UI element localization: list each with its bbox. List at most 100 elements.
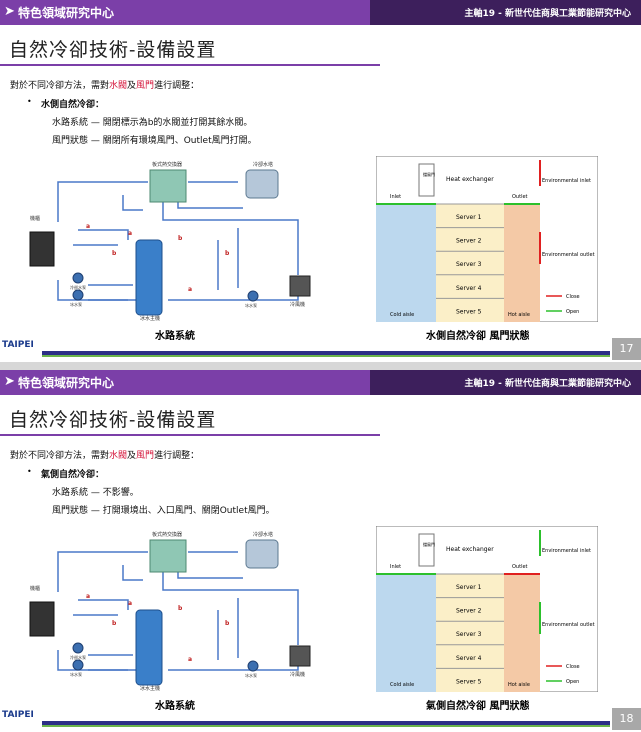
valve-label-3: b bbox=[178, 235, 183, 242]
heat-exchanger-icon bbox=[149, 539, 187, 573]
cooling-tower-icon bbox=[245, 539, 279, 569]
env-inlet-label: Environmental inlet bbox=[542, 178, 591, 184]
cooling-tower-label: 冷卻水塔 bbox=[253, 161, 273, 168]
slide-18: ➤ 特色領域研究中心 主軸19 - 新世代住商與工業節能研究中心 自然冷卻技術-… bbox=[0, 370, 641, 732]
pump-icon-1 bbox=[72, 659, 84, 671]
pump-label-1: 冰水泵 bbox=[70, 671, 82, 677]
intro-text: 對於不同冷卻方法，需對水閥及風門進行調整： bbox=[10, 448, 199, 461]
inlet-label: Inlet bbox=[390, 194, 401, 200]
taipei-logo: TAIPEI bbox=[2, 340, 34, 350]
cold-aisle-label: Cold aisle bbox=[390, 312, 414, 318]
intro-valve: 水閥 bbox=[109, 451, 128, 461]
cooling-tower-label: 冷卻水塔 bbox=[253, 531, 273, 538]
footer-line bbox=[42, 351, 610, 355]
damper-label: 擋風門 bbox=[423, 541, 435, 547]
pump-label-2: 冰水泵 bbox=[245, 672, 257, 678]
pump-label-0: 冷卻水泵 bbox=[70, 654, 86, 660]
hot-aisle-zone bbox=[504, 204, 540, 322]
valve-label-5: b bbox=[225, 250, 230, 257]
intro-and: 及 bbox=[127, 81, 137, 91]
intro-prefix: 對於不同冷卻方法，需對 bbox=[10, 81, 110, 91]
damper-state-caption: 水側自然冷卻 風門狀態 bbox=[426, 331, 530, 342]
server-label-4: Server 4 bbox=[456, 285, 482, 292]
server-label-5: Server 5 bbox=[456, 678, 482, 685]
damper-box bbox=[418, 533, 435, 567]
footer-line-green bbox=[42, 725, 610, 727]
server-label-1: Server 1 bbox=[456, 214, 482, 221]
damper-label: 擋風門 bbox=[423, 171, 435, 177]
detail-line-2: 風門狀態 — 打開環境出、入口風門、關閉Outlet風門。 bbox=[52, 506, 275, 516]
slide-title: 自然冷卻技術-設備設置 bbox=[9, 39, 217, 61]
env-outlet-label: Environmental outlet bbox=[542, 252, 595, 258]
pipe-3 bbox=[78, 229, 129, 240]
pipe-2 bbox=[57, 280, 128, 301]
outlet-label: Outlet bbox=[512, 564, 528, 570]
detail-line-1: 水路系統 — 不影響。 bbox=[52, 488, 139, 498]
ahu-label: 冷風機 bbox=[290, 671, 305, 678]
valve-label-1: b bbox=[112, 620, 117, 627]
hot-aisle-label: Hot aisle bbox=[508, 312, 530, 318]
detail-line-1: 水路系統 — 開閉標示為b的水閥並打開其餘水閥。 bbox=[52, 118, 253, 128]
pipe-7 bbox=[122, 195, 143, 211]
valve-label-2: a bbox=[128, 230, 132, 237]
damper-state-caption: 氣側自然冷卻 風門狀態 bbox=[426, 701, 530, 712]
ahu-icon bbox=[289, 275, 311, 297]
pipe-6 bbox=[177, 570, 243, 579]
cold-aisle-zone bbox=[376, 204, 436, 322]
pump-icon-0 bbox=[72, 642, 84, 654]
valve-label-1: b bbox=[112, 250, 117, 257]
intro-valve: 水閥 bbox=[109, 81, 128, 91]
pipe-6 bbox=[177, 200, 243, 209]
pump-label-1: 冰水泵 bbox=[70, 301, 82, 307]
cold-aisle-label: Cold aisle bbox=[390, 682, 414, 688]
server-label-1: Server 1 bbox=[456, 584, 482, 591]
title-divider bbox=[0, 434, 380, 436]
pipe-0 bbox=[57, 181, 148, 222]
header-topic: 主軸19 - 新世代住商與工業節能研究中心 bbox=[464, 379, 631, 389]
chiller-label: 冰水主機 bbox=[140, 685, 160, 692]
detail-line-2: 風門狀態 — 關閉所有環境風門、Outlet風門打開。 bbox=[52, 136, 257, 146]
inlet-label: Inlet bbox=[390, 564, 401, 570]
valve-label-0: a bbox=[86, 593, 90, 600]
legend-close-label: Close bbox=[566, 664, 580, 670]
bullet-text: 水側自然冷卻： bbox=[41, 100, 105, 110]
pump-icon-2 bbox=[247, 660, 259, 672]
intro-suffix: 進行調整： bbox=[154, 81, 200, 91]
env-inlet-label: Environmental inlet bbox=[542, 548, 591, 554]
intro-damper: 風門 bbox=[136, 451, 155, 461]
server-label-3: Server 3 bbox=[456, 631, 482, 638]
server-label-2: Server 2 bbox=[456, 238, 482, 245]
hot-aisle-label: Hot aisle bbox=[508, 682, 530, 688]
chiller-icon bbox=[135, 609, 163, 686]
water-system-caption: 水路系統 bbox=[155, 701, 195, 712]
heat-exchanger-label: 板式熱交換器 bbox=[152, 161, 182, 168]
pipe-2 bbox=[57, 650, 128, 671]
heat-exchanger-label: Heat exchanger bbox=[446, 176, 494, 183]
arrow-icon: ➤ bbox=[4, 374, 15, 389]
valve-label-4: a bbox=[188, 656, 192, 663]
heat-exchanger-icon bbox=[149, 169, 187, 203]
server-column bbox=[436, 204, 504, 322]
taipei-logo: TAIPEI bbox=[2, 710, 34, 720]
outlet-label: Outlet bbox=[512, 194, 528, 200]
pump-icon-1 bbox=[72, 289, 84, 301]
footer-line-green bbox=[42, 355, 610, 357]
pump-label-2: 冰水泵 bbox=[245, 302, 257, 308]
bullet-icon: • bbox=[27, 467, 32, 476]
title-divider bbox=[0, 64, 380, 66]
valve-label-2: a bbox=[128, 600, 132, 607]
valve-label-4: a bbox=[188, 286, 192, 293]
bullet-text: 氣側自然冷卻： bbox=[41, 470, 105, 480]
page-number: 18 bbox=[612, 708, 641, 730]
page-number: 17 bbox=[612, 338, 641, 360]
server-cabinet-icon bbox=[29, 601, 55, 637]
ahu-icon bbox=[289, 645, 311, 667]
server-column bbox=[436, 574, 504, 692]
chiller-icon bbox=[135, 239, 163, 316]
slide-header: ➤ 特色領域研究中心 主軸19 - 新世代住商與工業節能研究中心 bbox=[0, 370, 641, 395]
header-section-bar: ➤ 特色領域研究中心 bbox=[0, 370, 370, 395]
slide-17: ➤ 特色領域研究中心 主軸19 - 新世代住商與工業節能研究中心 自然冷卻技術-… bbox=[0, 0, 641, 362]
server-cabinet-icon bbox=[29, 231, 55, 267]
